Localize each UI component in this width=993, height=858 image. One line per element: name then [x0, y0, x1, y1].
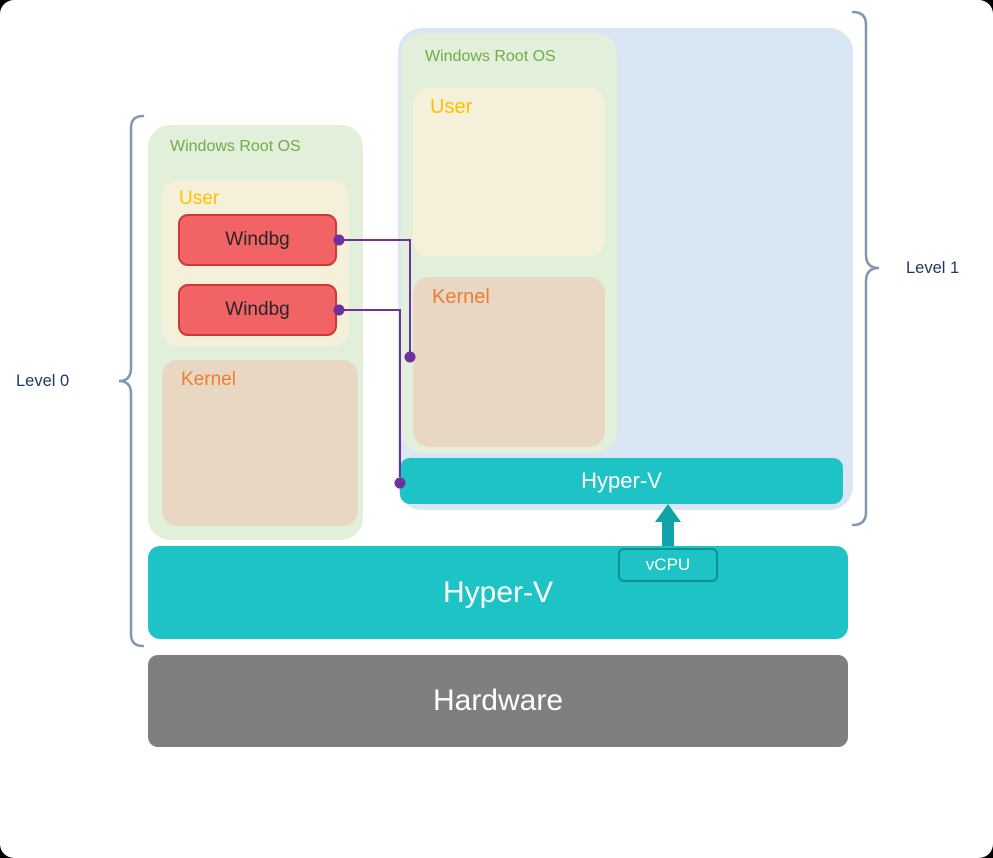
- vcpu-arrow-icon: [655, 504, 681, 546]
- level1-kernel-box: Kernel: [413, 277, 605, 447]
- level1-user-label: User: [430, 96, 473, 118]
- vcpu-badge: vCPU: [618, 548, 718, 582]
- level1-brace: [851, 10, 880, 527]
- windbg-label-1: Windbg: [225, 229, 290, 250]
- level0-hyperv-bar: Hyper-V: [148, 546, 848, 639]
- vcpu-label: vCPU: [645, 555, 691, 574]
- level1-user-box: User: [413, 88, 605, 256]
- level0-bracket-label: Level 0: [16, 372, 70, 390]
- level0-root-os-title: Windows Root OS: [170, 138, 301, 155]
- level1-bracket-label: Level 1: [906, 259, 960, 277]
- level1-hyperv-bar: Hyper-V: [400, 458, 843, 504]
- level0-user-label: User: [179, 188, 220, 209]
- windbg-label-2: Windbg: [225, 299, 290, 320]
- level1-kernel-label: Kernel: [432, 286, 490, 308]
- level0-kernel-box: Kernel: [162, 360, 358, 526]
- level1-root-os-title: Windows Root OS: [425, 48, 556, 65]
- level0-hyperv-label: Hyper-V: [442, 575, 554, 609]
- level0-brace: [118, 114, 145, 648]
- windbg-box-2: Windbg: [178, 284, 337, 336]
- level0-kernel-label: Kernel: [181, 369, 236, 390]
- hardware-bar: Hardware: [148, 655, 848, 747]
- hardware-label: Hardware: [432, 684, 564, 717]
- level1-hyperv-label: Hyper-V: [581, 468, 662, 493]
- windbg-box-1: Windbg: [178, 214, 337, 266]
